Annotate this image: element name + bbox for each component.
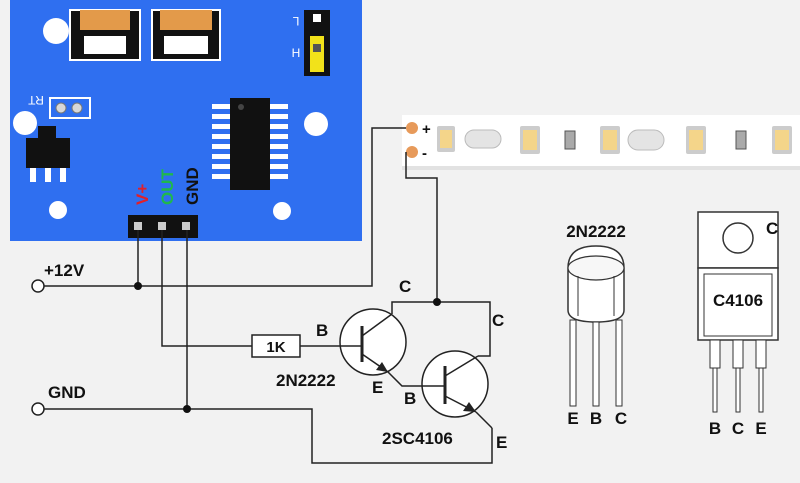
- wire-gnd-rail: [44, 408, 493, 464]
- terminal-12v: [31, 279, 45, 293]
- pin-gnd-label: GND: [183, 167, 202, 205]
- mount-hole-bottom-right: [273, 202, 291, 220]
- q1-e-label: E: [372, 378, 383, 397]
- to92-name-label: 2N2222: [566, 222, 626, 241]
- jumper-high-label: H: [292, 46, 301, 60]
- led-strip: + -: [402, 115, 800, 170]
- to92-package: [567, 245, 625, 407]
- wire-q2-emitter: [475, 411, 493, 429]
- strip-resistor-2: [735, 130, 747, 150]
- connector-right: [151, 9, 221, 61]
- sensor-board: L H RT: [10, 0, 362, 241]
- wire-q1-collector: [391, 301, 437, 314]
- q2-transistor: [420, 350, 489, 418]
- terminal-gnd: [31, 402, 45, 416]
- strip-led-4: [686, 126, 706, 154]
- junction-collector: [433, 298, 441, 306]
- q1-b-label: B: [316, 321, 328, 340]
- q2-c-label: C: [492, 311, 504, 330]
- rt-header: [49, 97, 91, 119]
- q1-c-label: C: [399, 277, 411, 296]
- q2-b-label: B: [404, 389, 416, 408]
- junction-12v: [134, 282, 142, 290]
- mount-hole-top-left: [43, 18, 69, 44]
- to220-package: [697, 211, 779, 413]
- strip-pad-oval-2: [627, 129, 665, 151]
- wire-q2-collector: [437, 301, 491, 357]
- to220-pin-e: E: [755, 419, 766, 438]
- voltage-regulator: [26, 126, 70, 182]
- strip-led-1: [437, 126, 455, 152]
- wire-strip-minus: [405, 152, 438, 302]
- rt-label: RT: [27, 93, 43, 107]
- lh-jumper: [304, 10, 330, 76]
- to220-pin-b: B: [709, 419, 721, 438]
- q2-name-label: 2SC4106: [382, 429, 453, 448]
- strip-resistor-1: [564, 130, 576, 150]
- connector-left: [69, 9, 141, 61]
- strip-pad-oval-1: [464, 129, 502, 149]
- to92-pin-b: B: [590, 409, 602, 428]
- wire-12v-rail: [44, 127, 406, 287]
- strip-led-5: [772, 126, 792, 154]
- strip-minus-label: -: [422, 145, 427, 162]
- strip-pad-minus: [406, 146, 418, 158]
- jumper-low-label: L: [292, 14, 299, 28]
- q2-e-label: E: [496, 433, 507, 452]
- junction-gnd: [183, 405, 191, 413]
- q1-name-label: 2N2222: [276, 371, 336, 390]
- to92-pin-c: C: [615, 409, 627, 428]
- rail-12v-label: +12V: [44, 261, 85, 280]
- wire-q1-emitter: [387, 371, 420, 387]
- resistor-1k: 1K: [251, 334, 301, 358]
- pin-vplus-label: V+: [133, 184, 152, 205]
- to220-name-label: C4106: [713, 291, 763, 310]
- to220-tab-label: C: [766, 219, 778, 238]
- mount-hole-mid-left: [13, 111, 37, 135]
- strip-led-3: [600, 126, 620, 154]
- strip-pad-plus: [406, 122, 418, 134]
- strip-plus-label: +: [422, 121, 431, 138]
- wire-out: [161, 230, 252, 347]
- rail-gnd-label: GND: [48, 383, 86, 402]
- wires: [44, 127, 493, 464]
- ic-chip: [212, 98, 288, 190]
- resistor-label: 1K: [266, 339, 285, 356]
- to92-pin-e: E: [567, 409, 578, 428]
- to220-pin-c: C: [732, 419, 744, 438]
- q1-transistor: [339, 308, 407, 376]
- mount-hole-mid-right: [304, 112, 328, 136]
- pin-header: [128, 215, 198, 238]
- strip-led-2: [520, 126, 540, 154]
- pin-out-label: OUT: [158, 169, 177, 206]
- mount-hole-bottom-left: [49, 201, 67, 219]
